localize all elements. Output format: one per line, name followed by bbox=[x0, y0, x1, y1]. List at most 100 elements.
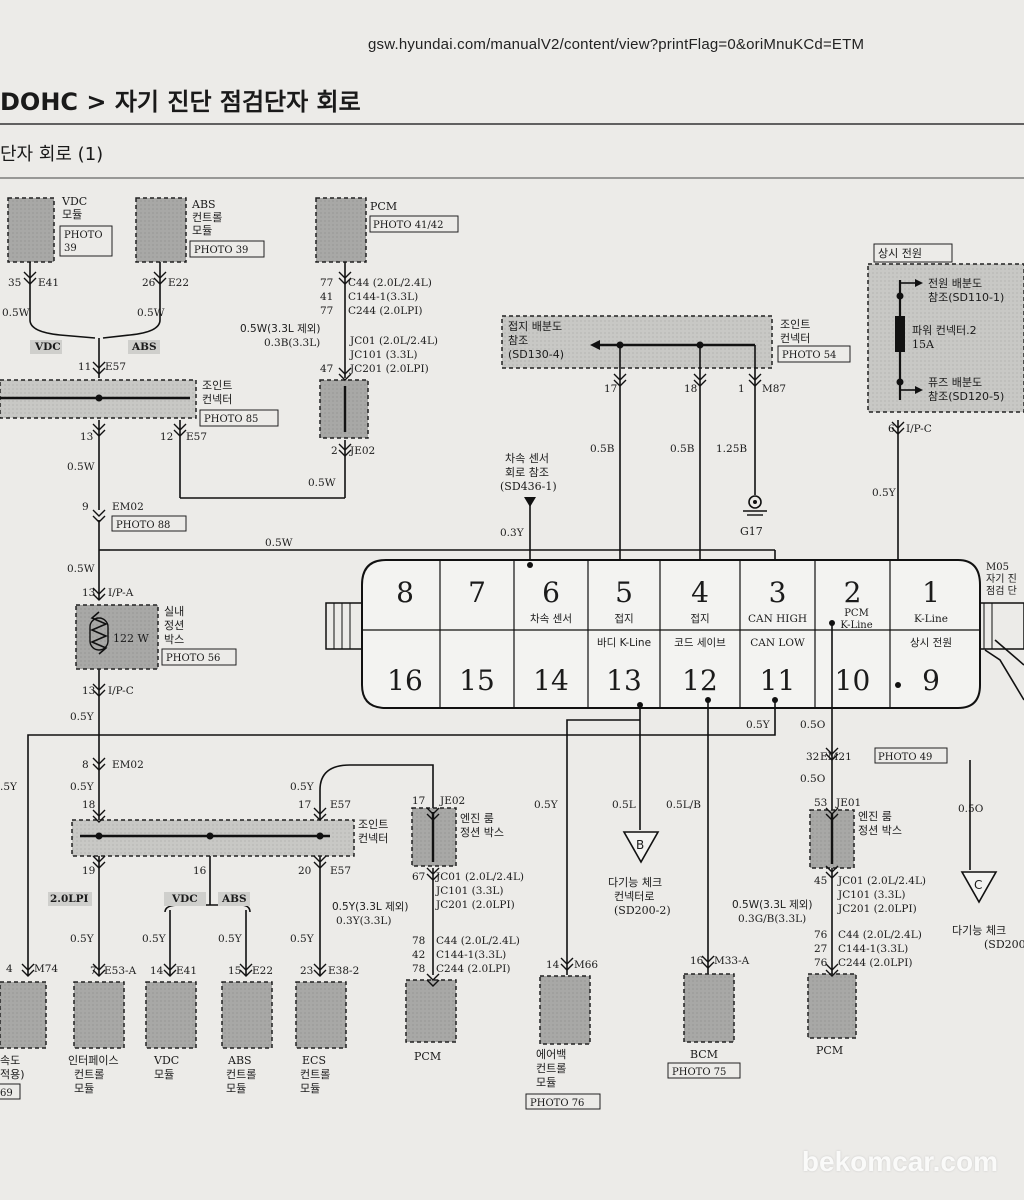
pcm-top-label: PCM bbox=[370, 200, 397, 213]
dlc-pin-2: 2 bbox=[844, 576, 862, 609]
dlc-pin-9: 9 bbox=[922, 664, 940, 697]
dlc-pin-label: 접지 bbox=[690, 613, 709, 625]
connector-chevron bbox=[92, 587, 106, 601]
m05-l3: 점검 단 bbox=[986, 585, 1017, 597]
diagram-label: 컨넥터로 bbox=[614, 890, 654, 903]
wire-label: I/P-C bbox=[906, 423, 932, 435]
joint-ref-l2: 참조 bbox=[508, 334, 528, 347]
label-highlight bbox=[164, 892, 206, 906]
wire-label: 77 bbox=[320, 305, 333, 317]
connector-chevron bbox=[92, 963, 106, 977]
wire-label: 23 bbox=[300, 965, 313, 977]
wire-label: 0.5Y bbox=[142, 933, 167, 945]
wire-label: E41 bbox=[176, 965, 197, 977]
diagram-label: 컨트롤 bbox=[300, 1068, 330, 1081]
diagram-label: B bbox=[636, 838, 644, 852]
wire-label: JC101 (3.3L) bbox=[349, 349, 418, 361]
wire-label: EM21 bbox=[820, 751, 852, 763]
wire-label: 41 bbox=[320, 291, 333, 303]
dlc-node-9 bbox=[895, 682, 901, 688]
connector-chevron bbox=[163, 963, 177, 977]
diagram-label: C bbox=[974, 878, 982, 892]
m05-l2: 자기 진 bbox=[986, 573, 1017, 585]
connector-chevron bbox=[693, 373, 707, 387]
diagram-label: PHOTO 76 bbox=[530, 1098, 584, 1109]
wire-label: E57 bbox=[330, 865, 351, 877]
wire-label: 17 bbox=[604, 383, 617, 395]
label-highlight bbox=[48, 892, 92, 906]
ground-joint-connector: 접지 배분도 참조 (SD130-4) 조인트 컨넥터 PHOTO 54 bbox=[501, 315, 851, 369]
m05-l1: M05 bbox=[986, 562, 1009, 573]
joint-je02-top bbox=[319, 379, 369, 439]
connector-chevron bbox=[825, 807, 839, 821]
dlc-pin-label: 차속 센서 bbox=[530, 613, 572, 625]
connector-chevron bbox=[560, 957, 574, 971]
dlc-pin-label: 바디 K-Line bbox=[597, 637, 651, 649]
dlc-pin-label: 상시 전원 bbox=[910, 637, 952, 649]
joint-mid-photo: PHOTO 54 bbox=[782, 350, 836, 361]
connector-chevron bbox=[23, 271, 37, 285]
wire-label: JC201 (2.0LPI) bbox=[435, 899, 515, 911]
pcm-module-top: PCM PHOTO 41/42 bbox=[315, 197, 459, 263]
power-l5: 퓨즈 배분도 bbox=[928, 376, 982, 389]
speed-ref-l1: 차속 센서 bbox=[505, 452, 549, 465]
indoor-l2: 정션 bbox=[164, 619, 184, 632]
wire-label: JC01 (2.0L/2.4L) bbox=[837, 875, 926, 887]
wire-label: 77 bbox=[320, 277, 333, 289]
wire-label: 11 bbox=[78, 361, 91, 373]
connector-chevron bbox=[825, 865, 839, 879]
diagram-label: ECS bbox=[302, 1054, 326, 1067]
photo-88-box bbox=[111, 515, 187, 532]
wire-label: 0.5Y bbox=[218, 933, 243, 945]
wire-label: 78 bbox=[412, 935, 425, 947]
dlc-pin-5: 5 bbox=[615, 576, 633, 609]
dlc-node-6 bbox=[527, 562, 533, 568]
wire-label: 0.3B(3.3L) bbox=[264, 337, 320, 349]
wires-top bbox=[29, 262, 776, 600]
joint-bottom-l2: 컨넥터 bbox=[358, 832, 388, 845]
diagram-label: 다기능 체크 bbox=[952, 924, 1006, 937]
wire-label: 0.5Y bbox=[70, 711, 95, 723]
wire-label: 1.25B bbox=[716, 443, 747, 455]
wire-label: 0.5O bbox=[800, 773, 826, 785]
diagram-label: 모듈 bbox=[74, 1082, 94, 1095]
engine2-l1: 엔진 룸 bbox=[858, 810, 892, 823]
wire-label: 16 bbox=[690, 955, 704, 967]
wire-label: 67 bbox=[412, 871, 425, 883]
wire-label: 78 bbox=[412, 963, 425, 975]
wire-label: 0.5L bbox=[612, 799, 636, 811]
wire-label: 27 bbox=[814, 943, 827, 955]
wire-label: E57 bbox=[105, 361, 126, 373]
wire-label: 17 bbox=[298, 799, 311, 811]
joint-connector-e57: 조인트 컨넥터 PHOTO 85 bbox=[0, 379, 279, 427]
wire-label: 0.5W(3.3L 제외) bbox=[240, 323, 320, 335]
power-l2: 참조(SD110-1) bbox=[928, 291, 1004, 304]
wire-label: 8 bbox=[82, 759, 89, 771]
ground-label: G17 bbox=[740, 525, 763, 538]
connector-chevron bbox=[92, 683, 106, 697]
connector-chevron bbox=[825, 747, 839, 761]
wire-label: JC101 (3.3L) bbox=[435, 885, 504, 897]
vdc-photo-1: PHOTO bbox=[64, 230, 103, 241]
photo-88: PHOTO 88 bbox=[116, 520, 170, 531]
dlc-pin-13: 13 bbox=[606, 664, 642, 697]
wire-label: C244 (2.0LPI) bbox=[838, 957, 913, 969]
wire-label: C144-1(3.3L) bbox=[838, 943, 908, 955]
wire-label: C144-1(3.3L) bbox=[348, 291, 418, 303]
dlc-pin-14: 14 bbox=[533, 664, 569, 697]
wire-label: E53-A bbox=[104, 965, 137, 977]
bottom-modules: 속도 적용) 69 인터페이스 컨트롤 모듈 VDC 모듈 ABS 컨트롤 모듈… bbox=[0, 973, 857, 1110]
ground-g17: G17 bbox=[740, 495, 767, 538]
dlc-pin-label: CAN HIGH bbox=[748, 613, 807, 625]
connector-chevron bbox=[92, 855, 106, 869]
wire-label: E57 bbox=[330, 799, 351, 811]
engine1-l1: 엔진 룸 bbox=[460, 812, 494, 825]
connector-chevron bbox=[313, 807, 327, 821]
diagram-label: 다기능 체크 bbox=[608, 876, 662, 889]
wire-label: 47 bbox=[320, 363, 333, 375]
joint-bottom-l1: 조인트 bbox=[358, 818, 388, 831]
power-l6: 참조(SD120-5) bbox=[928, 390, 1004, 403]
wire-label: 14 bbox=[546, 959, 560, 971]
diagram-label: PCM bbox=[816, 1044, 843, 1057]
